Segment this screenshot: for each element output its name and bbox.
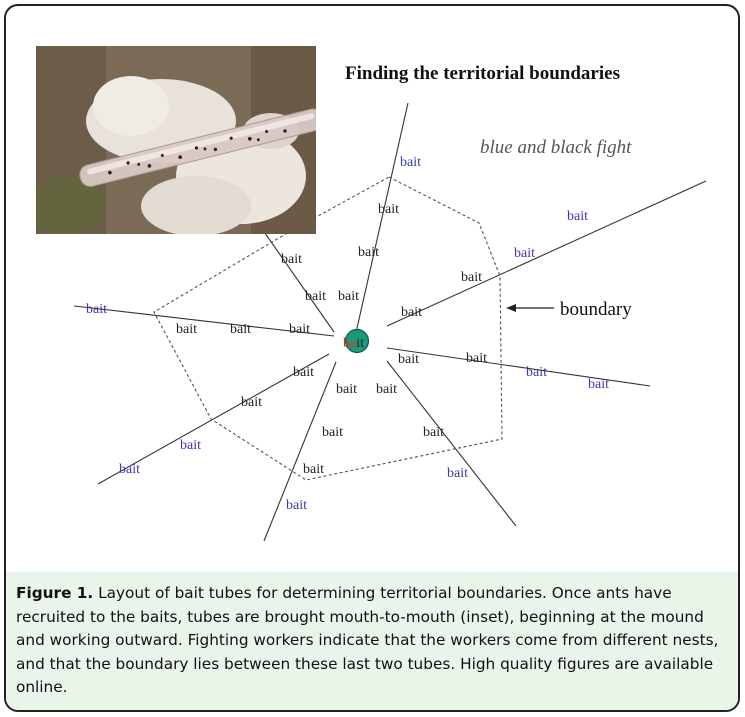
bait-label-black: bait	[305, 289, 326, 304]
fight-note: blue and black fight	[480, 137, 632, 158]
bait-label-blue: bait	[447, 466, 468, 481]
bait-label-black: bait	[289, 322, 310, 337]
bait-label-black: bait	[293, 365, 314, 380]
bait-label-blue: bait	[514, 246, 535, 261]
bait-label-black: bait	[378, 202, 399, 217]
bait-label-black: bait	[176, 322, 197, 337]
bait-label-black: bait	[230, 322, 251, 337]
bait-label-black: bait	[322, 425, 343, 440]
bait-label-black: bait	[336, 382, 357, 397]
transect-line	[260, 226, 334, 332]
inset-photo	[36, 46, 316, 234]
bait-label-blue: bait	[400, 155, 421, 170]
bait-label-black: bait	[376, 382, 397, 397]
transect-line	[387, 181, 706, 326]
bait-label-black: bait	[423, 425, 444, 440]
figure-title: Finding the territorial boundaries	[345, 63, 620, 84]
bait-label-blue: bait	[588, 377, 609, 392]
transect-line	[387, 348, 650, 386]
bait-label-black: bait	[281, 252, 302, 267]
figure-diagram: baitbaitbaitbaitbaitbaitbaitbaitbaitbait…	[6, 6, 738, 572]
transect-line	[387, 361, 516, 526]
bait-label-black: bait	[241, 395, 262, 410]
caption-text: Layout of bait tubes for determining ter…	[16, 584, 718, 696]
bait-label-blue: bait	[286, 498, 307, 513]
transect-line	[264, 362, 336, 541]
transect-line	[355, 103, 408, 337]
bait-label-blue: bait	[567, 209, 588, 224]
bait-label-blue: bait	[119, 462, 140, 477]
boundary-arrow	[506, 304, 554, 312]
bait-label-black: bait	[398, 352, 419, 367]
figure-caption: Figure 1. Layout of bait tubes for deter…	[6, 572, 738, 710]
bait-label-black: bait	[303, 462, 324, 477]
bait-label-black: bait	[358, 245, 379, 260]
bait-label-black: bait	[401, 305, 422, 320]
caption-label: Figure 1.	[16, 584, 93, 602]
boundary-label: boundary	[560, 299, 632, 320]
mound-bait-label: bait	[343, 336, 364, 351]
inset-photo-drawing	[36, 46, 316, 234]
bait-label-black: bait	[461, 270, 482, 285]
bait-label-blue: bait	[86, 302, 107, 317]
bait-label-black: bait	[338, 289, 359, 304]
bait-label-blue: bait	[526, 365, 547, 380]
figure-frame: baitbaitbaitbaitbaitbaitbaitbaitbaitbait…	[4, 4, 740, 712]
bait-label-black: bait	[466, 351, 487, 366]
bait-label-blue: bait	[180, 438, 201, 453]
